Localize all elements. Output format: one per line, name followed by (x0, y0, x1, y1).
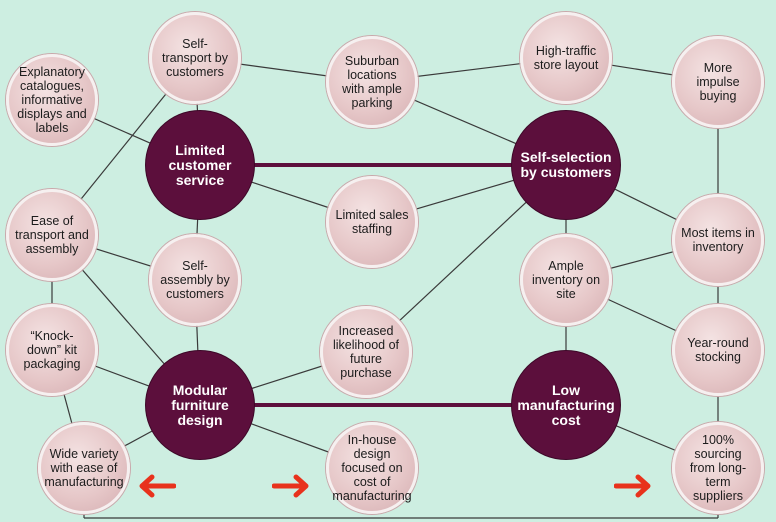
node-self-transport: Self-transport by customers (149, 12, 241, 104)
node-label: Suburban locations with ample parking (342, 54, 402, 110)
theme-self-selection: Self-selection by customers (512, 111, 620, 219)
node-label: Most items in inventory (681, 226, 755, 254)
node-self-assembly: Self-assembly by customers (149, 234, 241, 326)
theme-label: Modular furniture design (171, 381, 229, 428)
node-label: Self-transport by customers (161, 37, 228, 79)
theme-label: Limited customer service (168, 141, 232, 188)
node-label: Wide variety with ease of manufacturing (44, 447, 124, 489)
theme-low-manufacturing-cost: Low manufacturing cost (512, 351, 620, 459)
node-wide-variety: Wide variety with ease of manufacturing (38, 422, 130, 514)
theme-limited-customer-service: Limited customer service (146, 111, 254, 219)
node-explanatory-catalogues: Explanatory catalogues, informative disp… (6, 54, 98, 146)
theme-label: Self-selection by customers (520, 149, 612, 180)
node-label: Limited sales staffing (335, 208, 409, 236)
node-label: Increased likelihood of future purchase (332, 324, 399, 380)
right-arrow-icon (272, 474, 309, 498)
theme-modular-design: Modular furniture design (146, 351, 254, 459)
node-ease-of-transport: Ease of transport and assembly (6, 189, 98, 281)
node-in-house-design: In-house design focused on cost of manuf… (326, 422, 418, 514)
node-ample-inventory: Ample inventory on site (520, 234, 612, 326)
node-limited-sales-staffing: Limited sales staffing (326, 176, 418, 268)
node-knock-down-packaging: “Knock-down” kit packaging (6, 304, 98, 396)
theme-label: Low manufacturing cost (517, 381, 615, 428)
node-most-items-inventory: Most items in inventory (672, 194, 764, 286)
node-label: High-traffic store layout (533, 44, 599, 72)
node-high-traffic-layout: High-traffic store layout (520, 12, 612, 104)
node-label: Self-assembly by customers (160, 259, 230, 301)
node-label: In-house design focused on cost of manuf… (332, 433, 412, 503)
left-arrow-icon (139, 474, 176, 498)
node-label: More impulse buying (696, 61, 740, 103)
node-label: Ease of transport and assembly (15, 214, 89, 256)
node-suburban-locations: Suburban locations with ample parking (326, 36, 418, 128)
node-year-round-stocking: Year-round stocking (672, 304, 764, 396)
node-impulse-buying: More impulse buying (672, 36, 764, 128)
right-arrow-icon (614, 474, 651, 498)
node-label: “Knock-down” kit packaging (23, 329, 81, 371)
node-label: Year-round stocking (687, 336, 749, 364)
node-long-term-suppliers: 100% sourcing from long-term suppliers (672, 422, 764, 514)
node-label: Ample inventory on site (531, 259, 601, 301)
node-future-purchase: Increased likelihood of future purchase (320, 306, 412, 398)
node-label: 100% sourcing from long-term suppliers (689, 433, 747, 503)
node-label: Explanatory catalogues, informative disp… (17, 65, 87, 135)
